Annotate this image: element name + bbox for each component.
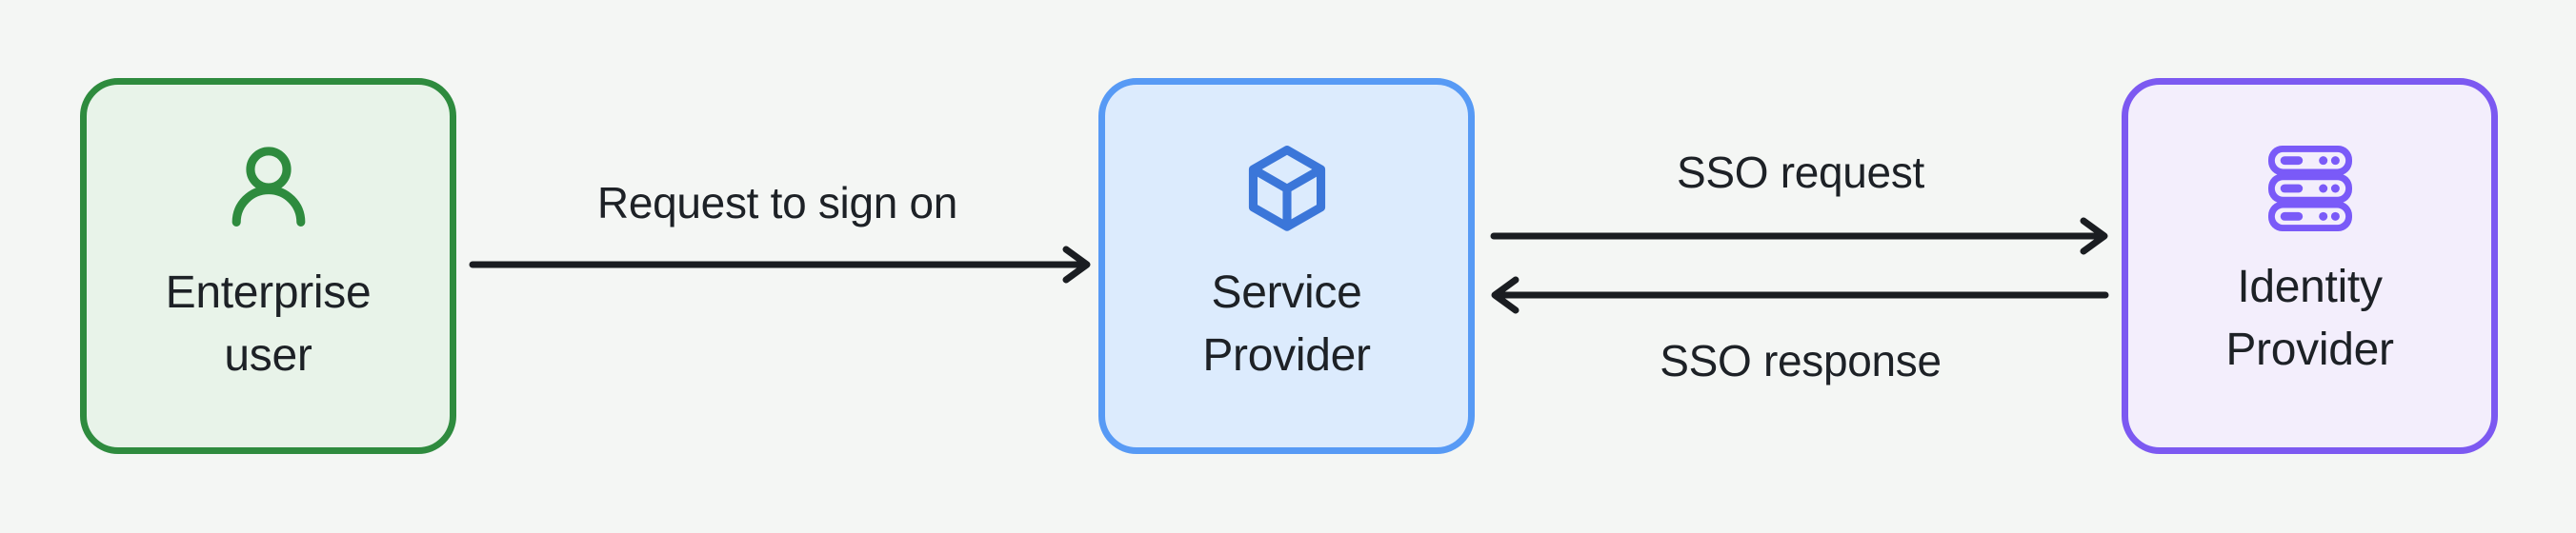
- node-label-line: Enterprise: [165, 267, 372, 318]
- node-label-line: Provider: [2225, 325, 2394, 375]
- node-enterprise-user-label: Enterprise user: [166, 262, 372, 387]
- edge-label-sso-response: SSO response: [1660, 336, 1942, 385]
- node-label-line: Identity: [2237, 262, 2383, 312]
- server-icon: [2267, 146, 2352, 231]
- node-enterprise-user: Enterprise user: [80, 78, 456, 454]
- node-identity-provider: Identity Provider: [2122, 78, 2498, 454]
- arrow-request-to-sign-on: [469, 246, 1091, 284]
- edge-label-request-to-sign-on: Request to sign on: [596, 178, 958, 227]
- edge-label-sso-request: SSO request: [1676, 148, 1925, 197]
- arrow-sso-request: [1490, 217, 2108, 255]
- arrow-sso-response: [1491, 276, 2109, 314]
- user-icon: [231, 147, 305, 227]
- node-label-line: user: [224, 330, 312, 381]
- cube-icon: [1248, 146, 1325, 231]
- node-label-line: Service: [1211, 267, 1362, 318]
- node-label-line: Provider: [1202, 330, 1371, 381]
- node-service-provider-label: Service Provider: [1202, 262, 1371, 387]
- node-identity-provider-label: Identity Provider: [2225, 256, 2394, 382]
- node-service-provider: Service Provider: [1098, 78, 1475, 454]
